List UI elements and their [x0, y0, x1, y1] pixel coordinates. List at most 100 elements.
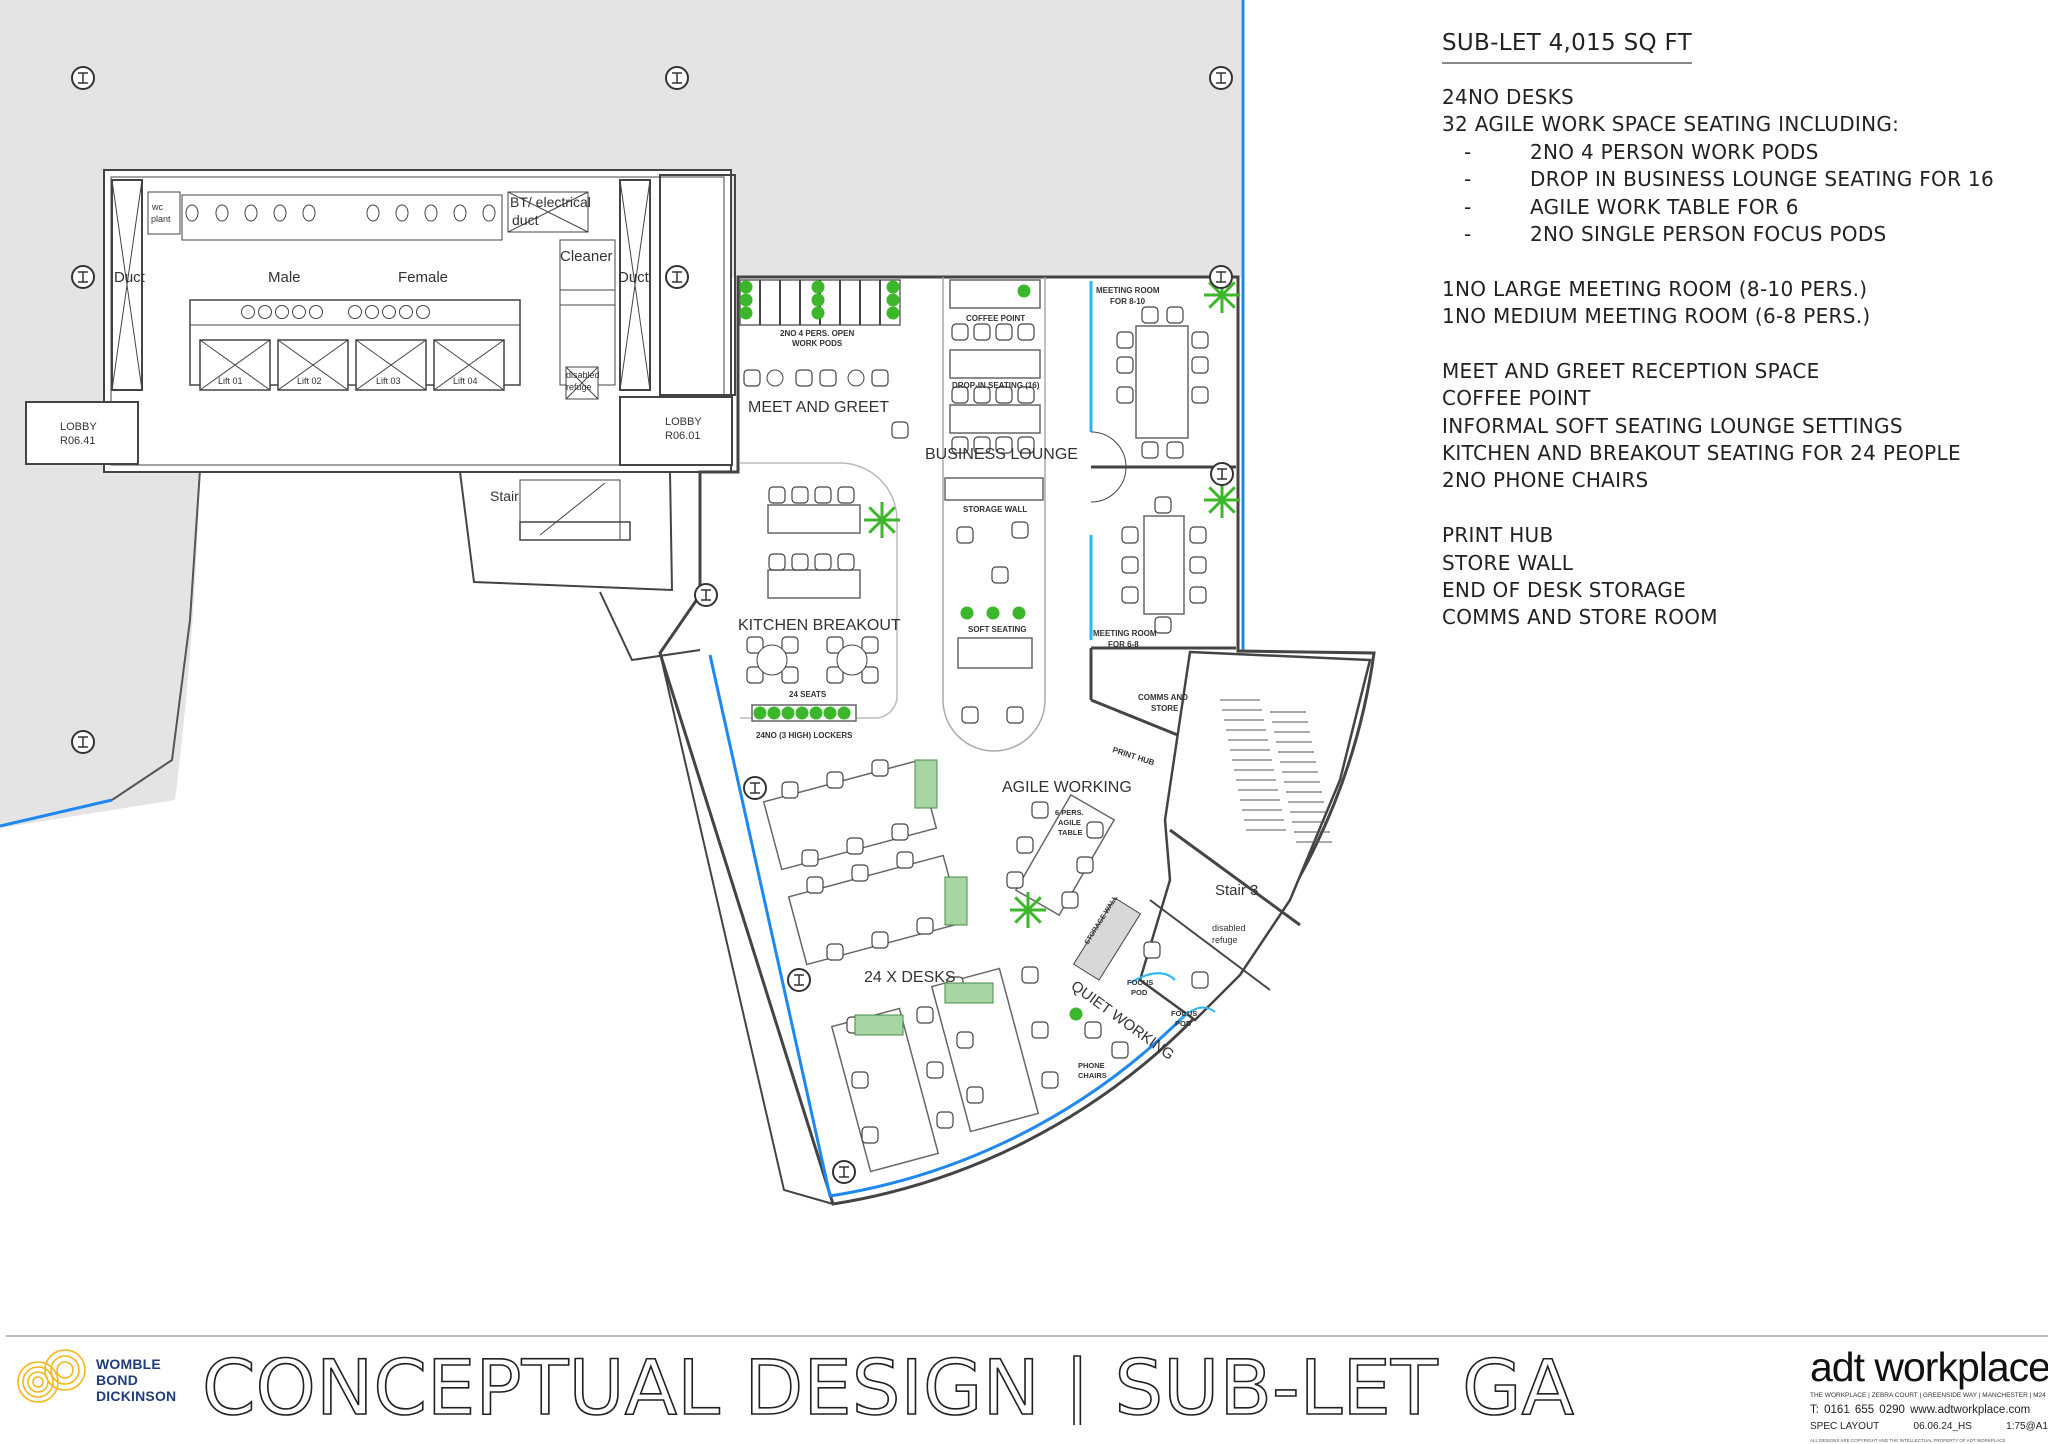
column-icon [71, 66, 95, 90]
schedule-item-text: END OF DESK STORAGE [1442, 578, 1687, 603]
chair [1116, 386, 1134, 404]
client-logo-line: WOMBLE [96, 1356, 161, 1372]
plant-frond [1014, 908, 1030, 924]
refuge-label: disabled [566, 370, 600, 380]
desks-label: 24 X DESKS [864, 969, 956, 986]
drawing-name: SPEC LAYOUT [1810, 1421, 1880, 1432]
chair [1111, 1041, 1129, 1059]
plant-frond [1026, 896, 1042, 912]
drawing-title: CONCEPTUAL DESIGN | SUB-LET GA [201, 1345, 1575, 1425]
chair [973, 323, 991, 341]
schedule-item: -2NO SINGLE PERSON FOCUS PODS [1442, 221, 1994, 248]
lobby-label: LOBBY [60, 421, 97, 433]
schedule-item: COFFEE POINT [1442, 385, 1994, 412]
seats-label: 24 SEATS [789, 690, 827, 699]
chair [1191, 971, 1209, 989]
meeting-room-medium-label: FOR 6-8 [1108, 640, 1139, 649]
website-link[interactable]: www.adtworkplace.com [1910, 1404, 2031, 1416]
chair [746, 666, 764, 684]
schedule-item: END OF DESK STORAGE [1442, 577, 1994, 604]
chair [781, 781, 799, 799]
lobby-label: R06.41 [60, 435, 95, 447]
basin [309, 305, 323, 319]
desk-planter [944, 982, 994, 1004]
adt-logo: adt workplace [1810, 1344, 2048, 1390]
basin [365, 305, 379, 319]
planter [1012, 606, 1026, 620]
refuge-label: refuge [566, 382, 592, 392]
schedule-item-text: 1NO MEDIUM MEETING ROOM (6-8 PERS.) [1442, 304, 1871, 329]
chair [826, 666, 844, 684]
chair [1084, 1021, 1102, 1039]
wc-pan [185, 204, 199, 222]
plant-frond [1220, 281, 1236, 297]
chair [936, 1111, 954, 1129]
schedule-item: KITCHEN AND BREAKOUT SEATING FOR 24 PEOP… [1442, 440, 1994, 467]
sofa [957, 637, 1033, 669]
female-wc-label: Female [398, 269, 448, 286]
client-logo-line: DICKINSON [96, 1388, 177, 1404]
chair [768, 486, 786, 504]
schedule-item: -AGILE WORK TABLE FOR 6 [1442, 194, 1994, 221]
planter [739, 293, 753, 307]
client-logo-line: BOND [96, 1372, 139, 1388]
plant-frond [1220, 293, 1236, 309]
schedule-item-text: KITCHEN AND BREAKOUT SEATING FOR 24 PEOP… [1442, 441, 1961, 466]
chair [826, 771, 844, 789]
chair [791, 553, 809, 571]
focus-pod-label: POD [1131, 988, 1148, 997]
planter [767, 706, 781, 720]
chair [1116, 356, 1134, 374]
desk-cluster [930, 967, 1040, 1133]
plant-frond [1014, 896, 1030, 912]
chair [846, 837, 864, 855]
side-table [766, 369, 784, 387]
chair [871, 369, 889, 387]
stair-3-label: Stair 3 [1215, 882, 1258, 899]
planter [886, 280, 900, 294]
desk-planter [914, 759, 938, 809]
chair [795, 369, 813, 387]
work-pods-label: WORK PODS [792, 339, 843, 348]
meeting-room-medium-label: MEETING ROOM [1093, 629, 1157, 638]
chair [851, 864, 869, 882]
column-icon [665, 66, 689, 90]
chair [814, 486, 832, 504]
chair [851, 1071, 869, 1089]
schedule-item: STORE WALL [1442, 550, 1994, 577]
plant-frond [868, 518, 884, 534]
column-icon [832, 1160, 856, 1184]
column-icon [71, 730, 95, 754]
chair [1189, 526, 1207, 544]
business-lounge-label: BUSINESS LOUNGE [925, 446, 1078, 463]
planter [986, 606, 1000, 620]
planter [739, 280, 753, 294]
revision: 06.06.24_HS [1913, 1421, 1972, 1432]
plant-frond [1026, 908, 1042, 924]
chair [1017, 386, 1035, 404]
basin [416, 305, 430, 319]
wc-pan [244, 204, 258, 222]
basin [292, 305, 306, 319]
chair [966, 1086, 984, 1104]
schedule-item-text: 2NO PHONE CHAIRS [1442, 468, 1649, 493]
male-wc-label: Male [268, 269, 301, 286]
column-icon [787, 968, 811, 992]
lift-label: Lift 01 [218, 376, 243, 386]
schedule-item-text: STORE WALL [1442, 550, 1574, 575]
wc-pan [424, 204, 438, 222]
comms-store-label: STORE [1151, 704, 1179, 713]
focus-pod-label: FOCUS [1171, 1009, 1197, 1018]
storage-wall-label: STORAGE WALL [963, 505, 1027, 514]
column-icon [743, 776, 767, 800]
schedule-item: -DROP IN BUSINESS LOUNGE SEATING FOR 16 [1442, 166, 1994, 193]
chair [961, 706, 979, 724]
desk-planter [944, 876, 968, 926]
agile-table-label: TABLE [1058, 828, 1082, 837]
lift-label: Lift 02 [297, 376, 322, 386]
lockers-label: 24NO (3 HIGH) LOCKERS [756, 731, 853, 740]
schedule-item: INFORMAL SOFT SEATING LOUNGE SETTINGS [1442, 413, 1994, 440]
chair [995, 436, 1013, 454]
